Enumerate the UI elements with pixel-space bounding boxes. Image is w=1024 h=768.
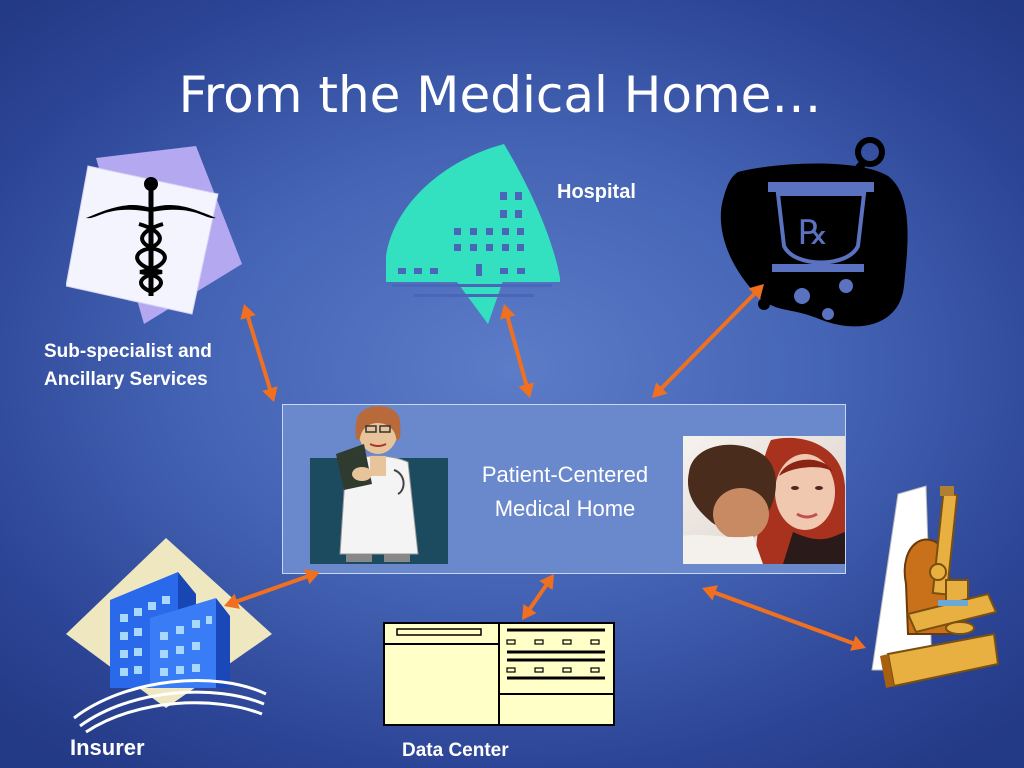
arrow-data-center [522, 574, 554, 620]
mortar-pestle-rx-icon: ℞ [720, 137, 908, 327]
subspecialist-label-line1: Sub-specialist and [44, 341, 212, 362]
data-center-label: Data Center [402, 740, 509, 761]
ledger-form-icon [383, 622, 615, 726]
arrow-subspecialist [240, 304, 278, 402]
subspecialist-label-line2: Ancillary Services [44, 369, 208, 390]
caduceus-icon [66, 146, 242, 324]
subspecialist-label: Sub-specialist and Ancillary Services [44, 338, 212, 394]
arrow-hospital [500, 304, 534, 398]
arrow-pharmacy [652, 284, 764, 398]
mother-child-photo [683, 436, 845, 564]
doctor-clipboard-icon [310, 406, 448, 564]
svg-text:℞: ℞ [798, 213, 828, 253]
hospital-building-icon [386, 144, 560, 324]
arrow-lab [702, 585, 866, 651]
slide-title: From the Medical Home… [178, 66, 822, 124]
medical-home-title-line1: Patient-Centered [481, 462, 649, 487]
insurer-label: Insurer [70, 735, 145, 760]
medical-home-title: Patient-Centered Medical Home [450, 458, 680, 526]
hospital-label: Hospital [557, 181, 636, 203]
office-buildings-icon [66, 538, 272, 734]
arrow-insurer [224, 569, 320, 609]
microscope-icon [871, 485, 1000, 688]
medical-home-title-line2: Medical Home [494, 496, 636, 521]
